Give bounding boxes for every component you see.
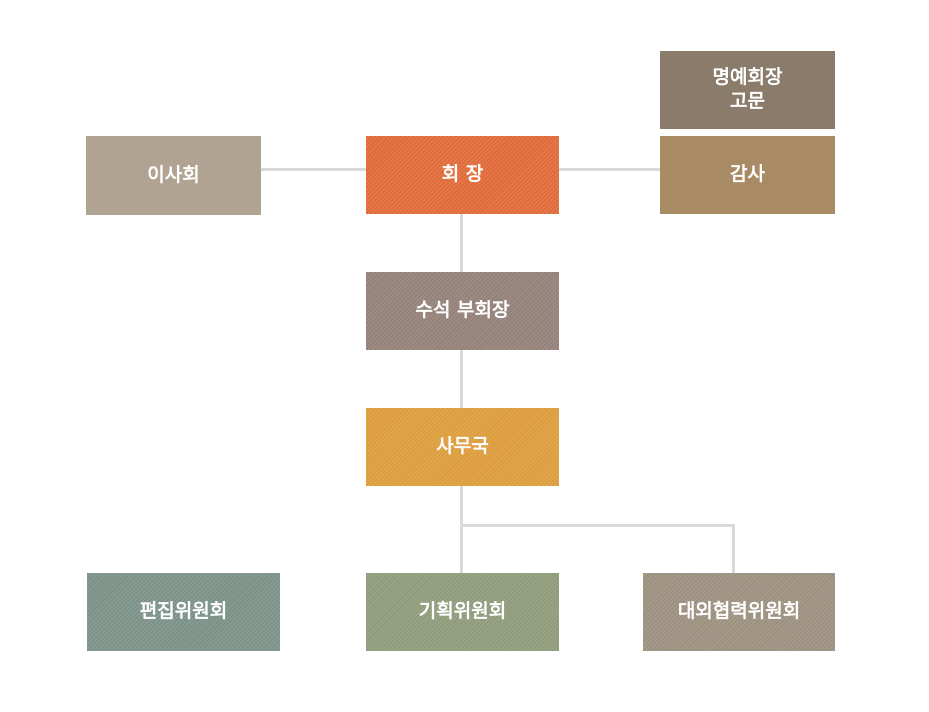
auditor-node: 감사 [660,136,835,214]
external-cooperation-committee-label: 대외협력위원회 [677,600,801,623]
external-cooperation-committee-node: 대외협력위원회 [643,573,835,651]
board-node: 이사회 [86,136,261,215]
planning-committee-label: 기획위원회 [418,600,507,623]
connector-external [732,524,735,573]
board-label: 이사회 [147,163,200,186]
editorial-committee-node: 편집위원회 [87,573,280,651]
editorial-committee-label: 편집위원회 [139,600,228,623]
president-node: 회 장 [366,136,559,214]
connector-vp-secretariat [460,349,463,408]
connector-board-president [260,168,367,171]
president-label: 회 장 [441,163,484,186]
honorary-advisor-label: 명예회장 고문 [712,66,783,112]
connector-president-vp [460,214,463,272]
secretariat-label: 사무국 [436,435,489,458]
senior-vice-president-label: 수석 부회장 [415,299,510,322]
secretariat-node: 사무국 [366,408,559,486]
connector-branch-horizontal [460,524,735,527]
auditor-label: 감사 [730,163,765,186]
connector-president-auditor [558,168,661,171]
connector-secretariat-planning [460,485,463,573]
honorary-advisor-node: 명예회장 고문 [660,51,835,129]
planning-committee-node: 기획위원회 [366,573,559,651]
senior-vice-president-node: 수석 부회장 [366,272,559,350]
